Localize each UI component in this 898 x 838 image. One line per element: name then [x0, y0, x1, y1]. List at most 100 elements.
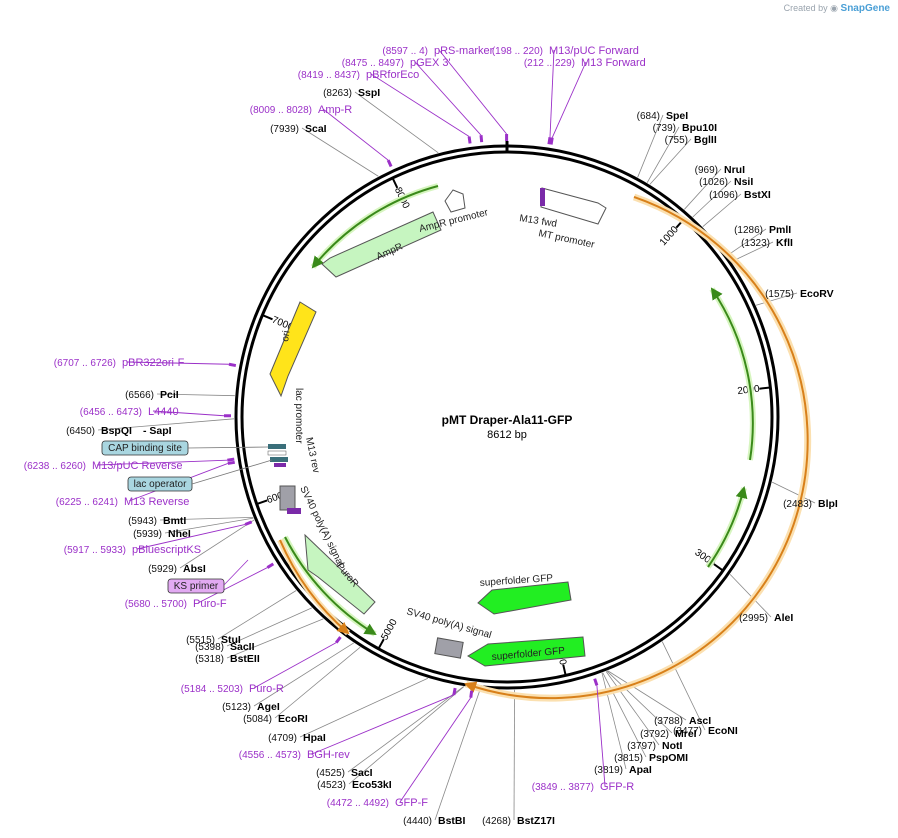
- enzyme-site-range: (3815): [614, 753, 643, 764]
- enzyme-site[interactable]: (5084)EcoRI: [243, 713, 308, 725]
- primer-site[interactable]: (8419 .. 8437)pBRforEco: [298, 69, 419, 81]
- lac-operator-leader: [191, 459, 273, 485]
- enzyme-site-name: NsiI: [734, 176, 753, 188]
- enzyme-site[interactable]: (5123)AgeI: [222, 701, 280, 713]
- enzyme-site[interactable]: (684)SpeI: [637, 110, 689, 122]
- enzyme-site[interactable]: (3788)AscI: [654, 715, 711, 727]
- primer-site[interactable]: (198 .. 220)M13/pUC Forward: [492, 45, 639, 57]
- primer-site[interactable]: (4556 .. 4573)BGH-rev: [239, 749, 351, 761]
- enzyme-site[interactable]: (1286)PmlI: [734, 224, 791, 236]
- enzyme-site[interactable]: (3477)EcoNI: [673, 725, 738, 737]
- enzyme-site-range: (4525): [316, 768, 345, 779]
- superfolder-gfp-feature-1: [477, 581, 572, 615]
- primer-mark: [549, 137, 554, 145]
- enzyme-site-name: PspOMI: [649, 752, 688, 764]
- enzyme-site-range: (1575): [765, 289, 794, 300]
- primer-site[interactable]: (3849 .. 3877)GFP-R: [532, 781, 635, 793]
- enzyme-site[interactable]: (2483)BlpI: [783, 498, 838, 510]
- enzyme-labels: (684)SpeI(739)Bpu10I(755)BglII(969)NruI(…: [66, 87, 838, 827]
- enzyme-site[interactable]: (4523) Eco53kI: [317, 779, 392, 791]
- primer-leader-line: [322, 108, 389, 161]
- enzyme-site[interactable]: (1575)EcoRV: [765, 288, 834, 300]
- enzyme-site[interactable]: (3792)MreI: [640, 728, 697, 740]
- enzyme-leader-line: [301, 127, 379, 177]
- enzyme-site-name: KflI: [776, 237, 793, 249]
- primer-site[interactable]: (6238 .. 6260)M13/pUC Reverse: [24, 460, 183, 472]
- enzyme-site[interactable]: (739)Bpu10I: [653, 122, 717, 134]
- lac-operator-feature: [270, 457, 288, 462]
- primer-site[interactable]: (8009 .. 8028)Amp-R: [250, 104, 353, 116]
- enzyme-leader-line: [605, 671, 660, 746]
- primer-leader-line: [152, 410, 225, 417]
- enzyme-site-name: BstEII: [230, 653, 260, 665]
- enzyme-leader-line: [299, 677, 429, 738]
- m13-rev-feature: [274, 463, 286, 467]
- enzyme-site[interactable]: (4525)SacI: [316, 767, 373, 779]
- enzyme-leader-line: [606, 670, 673, 734]
- cap-site-feature: [268, 444, 286, 449]
- enzyme-site[interactable]: (5943)BmtI: [128, 515, 186, 527]
- primer-site[interactable]: (8475 .. 8497)pGEX 3': [342, 57, 451, 69]
- enzyme-site[interactable]: (5398)SacII: [195, 641, 255, 653]
- enzyme-site[interactable]: (969)NruI: [695, 164, 745, 176]
- enzyme-site[interactable]: (5939)NheI: [133, 528, 191, 540]
- orf-arc-main: [464, 196, 809, 700]
- enzyme-site[interactable]: (3797)NotI: [627, 740, 682, 752]
- enzyme-site[interactable]: (1026)NsiI: [699, 176, 753, 188]
- enzyme-site[interactable]: (3819)ApaI: [594, 764, 652, 776]
- enzyme-leader-line: [354, 91, 439, 154]
- enzyme-leader-line: [274, 646, 361, 719]
- primer-name: M13 Forward: [581, 57, 646, 69]
- primer-range: (198 .. 220): [492, 46, 543, 57]
- enzyme-site-name: BstXI: [744, 189, 771, 201]
- primer-range: (8419 .. 8437): [298, 70, 360, 81]
- orf-highlight-green-1: [709, 287, 756, 461]
- enzyme-site[interactable]: (5515)StuI: [186, 634, 241, 646]
- primer-site[interactable]: (4472 .. 4492)GFP-F: [327, 797, 429, 809]
- enzyme-site-range: (1323): [741, 238, 770, 249]
- enzyme-site[interactable]: (6566)PciI: [125, 389, 179, 401]
- enzyme-site[interactable]: (4440)BstBI: [403, 815, 465, 827]
- enzyme-site-range: (3797): [627, 741, 656, 752]
- primer-site[interactable]: (5184 .. 5203)Puro-R: [181, 683, 284, 695]
- enzyme-site-range: (7939): [270, 124, 299, 135]
- enzyme-site[interactable]: (5318)BstEII: [195, 653, 260, 665]
- enzyme-site[interactable]: (755)BglII: [665, 134, 717, 146]
- enzyme-site-name: StuI: [221, 634, 241, 646]
- primer-site[interactable]: (5680 .. 5700)Puro-F: [125, 598, 227, 610]
- enzyme-site-name: Eco53kI: [352, 779, 392, 791]
- enzyme-leader-line: [649, 138, 692, 185]
- enzyme-site-range: (5929): [148, 564, 177, 575]
- enzyme-site[interactable]: (1096)BstXI: [709, 189, 771, 201]
- enzyme-leader-line: [217, 590, 297, 640]
- enzyme-site[interactable]: (3815) PspOMI: [614, 752, 688, 764]
- primer-site[interactable]: (212 .. 229)M13 Forward: [524, 57, 646, 69]
- primer-leader-line: [136, 524, 246, 550]
- enzyme-site[interactable]: (2995)AleI: [739, 612, 793, 624]
- enzyme-site-range: (3819): [594, 765, 623, 776]
- enzyme-site-range: (6566): [125, 390, 154, 401]
- enzyme-site-range: (3788): [654, 716, 683, 727]
- primer-site[interactable]: (8597 .. 4)pRS-marker: [382, 45, 493, 57]
- enzyme-site[interactable]: (6450)BspQI- SapI: [66, 425, 172, 437]
- orf-arc-green-1: [710, 287, 754, 461]
- enzyme-site[interactable]: (8263)SspI: [323, 87, 380, 99]
- enzyme-site-range: (4523): [317, 780, 346, 791]
- primer-mark: [386, 159, 393, 168]
- enzyme-site[interactable]: (7939) ScaI: [270, 123, 327, 135]
- primer-site[interactable]: (5917 .. 5933)pBluescriptKS: [64, 544, 201, 556]
- enzyme-leader-line: [226, 618, 324, 659]
- enzyme-leader-line: [434, 688, 481, 821]
- primer-site[interactable]: (6707 .. 6726)pBR322ori-F: [54, 357, 185, 369]
- enzyme-site[interactable]: (1323) KflI: [741, 237, 793, 249]
- enzyme-site-name: NheI: [168, 528, 191, 540]
- enzyme-site[interactable]: (4268)BstZ17I: [482, 815, 555, 827]
- primer-site[interactable]: (6456 .. 6473)L4440: [80, 406, 179, 418]
- enzyme-site-name: HpaI: [303, 732, 326, 744]
- enzyme-site-name: ScaI: [305, 123, 327, 135]
- primer-site[interactable]: (6225 .. 6241)M13 Reverse: [56, 496, 190, 508]
- enzyme-site[interactable]: (5929)AbsI: [148, 563, 206, 575]
- enzyme-site[interactable]: (4709)HpaI: [268, 732, 326, 744]
- snapgene-branding: Created by ◉ SnapGene: [784, 3, 890, 14]
